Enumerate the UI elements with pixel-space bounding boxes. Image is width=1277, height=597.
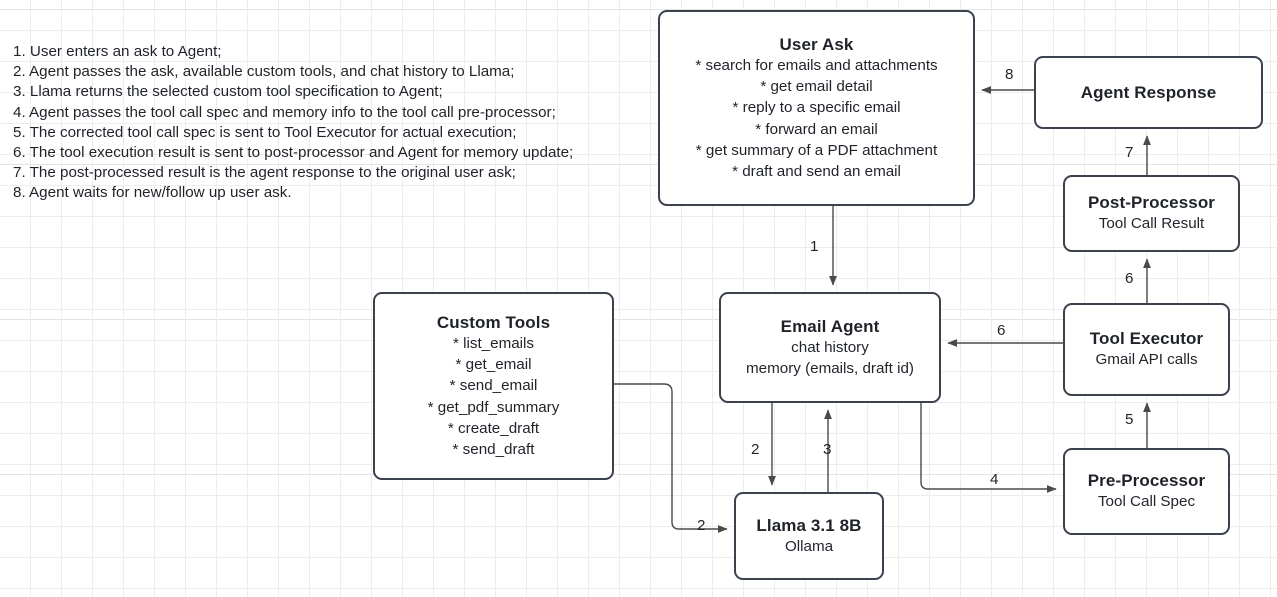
edge-label-1: 1 <box>810 238 819 255</box>
node-pre-processor-title: Pre-Processor <box>1087 471 1206 491</box>
node-custom-tools-line: * list_emails <box>452 334 535 352</box>
edge-2-tools-llama <box>614 383 728 533</box>
node-custom-tools-line: * send_email <box>449 377 538 395</box>
node-agent-response-title: Agent Response <box>1080 83 1217 102</box>
node-user-ask-title: User Ask <box>779 34 854 54</box>
node-llama-subtitle: Ollama <box>784 537 834 555</box>
list-item: 6. The tool execution result is sent to … <box>13 144 574 162</box>
node-custom-tools-line: * get_email <box>455 355 532 373</box>
list-item: 2. Agent passes the ask, available custo… <box>13 63 515 81</box>
node-user-ask-line: * search for emails and attachments <box>695 56 938 74</box>
node-agent-response[interactable]: Agent Response <box>1034 56 1263 129</box>
node-post-processor-subtitle: Tool Call Result <box>1098 215 1205 233</box>
list-item: 4. Agent passes the tool call spec and m… <box>13 103 556 121</box>
node-llama[interactable]: Llama 3.1 8B Ollama <box>734 492 884 580</box>
edge-4 <box>920 403 1057 493</box>
edge-label-8: 8 <box>1005 66 1014 83</box>
process-steps-list: 1. User enters an ask to Agent; 2. Agent… <box>13 42 643 204</box>
node-custom-tools-line: * get_pdf_summary <box>427 398 560 416</box>
edge-label-6-agent: 6 <box>997 322 1006 339</box>
node-post-processor[interactable]: Post-Processor Tool Call Result <box>1063 175 1240 252</box>
node-tool-executor[interactable]: Tool Executor Gmail API calls <box>1063 303 1230 396</box>
list-item: 8. Agent waits for new/follow up user as… <box>13 184 292 202</box>
node-llama-title: Llama 3.1 8B <box>756 515 862 535</box>
edge-label-2-agent: 2 <box>751 441 760 458</box>
edge-label-5: 5 <box>1125 411 1134 428</box>
node-email-agent[interactable]: Email Agent chat history memory (emails,… <box>719 292 941 403</box>
node-user-ask-line: * get email detail <box>760 77 873 95</box>
node-email-agent-memory: memory (emails, draft id) <box>746 360 914 377</box>
list-item: 3. Llama returns the selected custom too… <box>13 83 443 101</box>
node-user-ask-line: * draft and send an email <box>732 163 901 181</box>
list-item: 1. User enters an ask to Agent; <box>13 43 222 60</box>
edge-label-7: 7 <box>1125 144 1134 161</box>
node-custom-tools-line: * create_draft <box>447 419 540 437</box>
node-custom-tools[interactable]: Custom Tools * list_emails * get_email *… <box>373 292 614 480</box>
node-user-ask-line: * get summary of a PDF attachment <box>695 141 938 159</box>
node-user-ask-line: * reply to a specific email <box>732 99 901 117</box>
list-item: 5. The corrected tool call spec is sent … <box>13 123 517 141</box>
node-post-processor-title: Post-Processor <box>1087 193 1216 213</box>
node-tool-executor-title: Tool Executor <box>1089 329 1204 349</box>
node-pre-processor-subtitle: Tool Call Spec <box>1097 493 1196 511</box>
node-user-ask[interactable]: User Ask * search for emails and attachm… <box>658 10 975 206</box>
node-email-agent-title: Email Agent <box>780 316 880 336</box>
node-user-ask-line: * forward an email <box>755 120 878 138</box>
node-custom-tools-title: Custom Tools <box>436 312 551 332</box>
edge-label-6-post: 6 <box>1125 270 1134 287</box>
list-item: 7. The post-processed result is the agen… <box>13 164 516 182</box>
node-email-agent-subtitle: chat history <box>791 338 869 356</box>
edge-label-2-tools: 2 <box>697 517 706 534</box>
edge-label-4: 4 <box>990 471 999 488</box>
node-pre-processor[interactable]: Pre-Processor Tool Call Spec <box>1063 448 1230 535</box>
node-tool-executor-subtitle: Gmail API calls <box>1095 351 1198 369</box>
node-custom-tools-line: * send_draft <box>452 441 535 459</box>
edge-label-3: 3 <box>823 441 832 458</box>
